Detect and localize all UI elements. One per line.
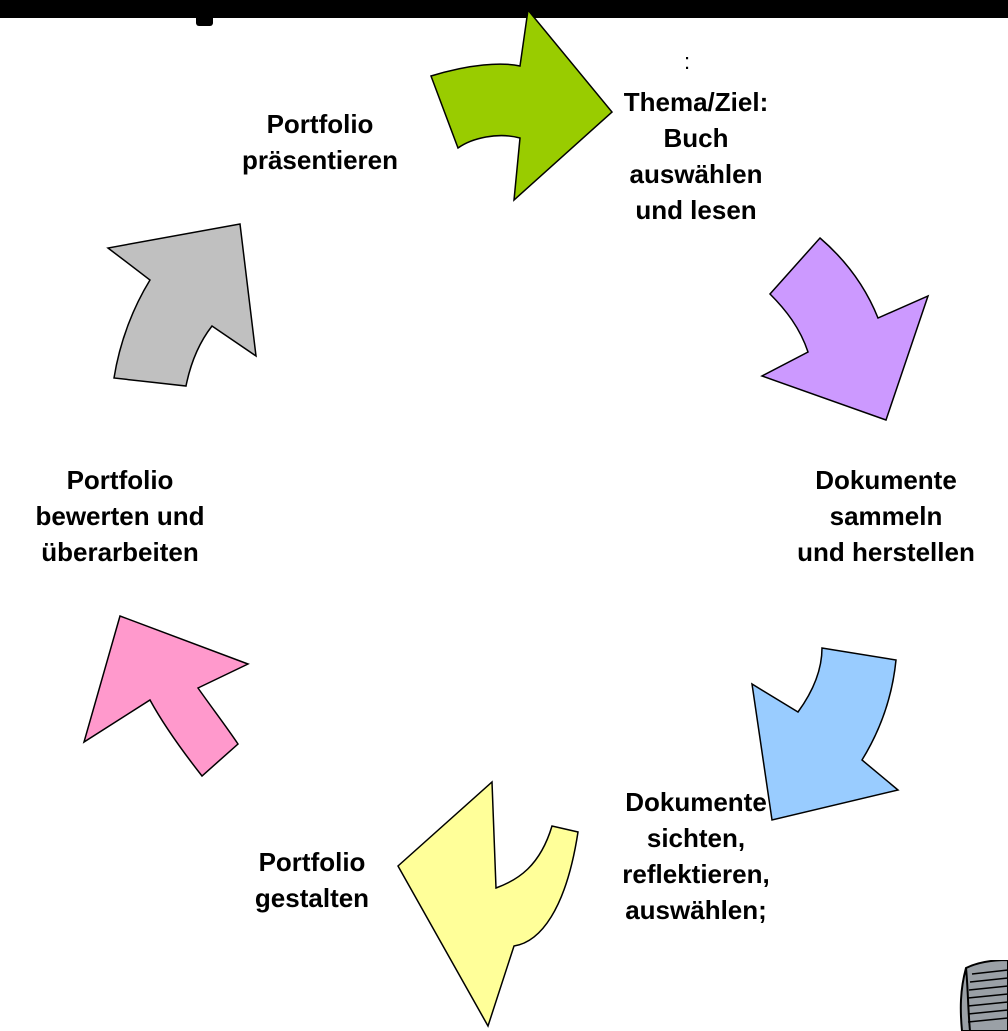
book-clipart-icon: [959, 960, 1008, 1031]
step-label-bewerten: Portfolio bewerten und überarbeiten: [35, 465, 205, 567]
step-thema-prefix: :: [684, 49, 691, 74]
step-label-gestalten: Portfolio gestalten: [254, 847, 370, 913]
arrow-purple: [760, 236, 930, 421]
title-fragment: [196, 10, 213, 26]
top-title-bar: [0, 0, 1008, 18]
arrow-gray: [106, 223, 257, 387]
arrow-blue: [751, 647, 900, 821]
arrow-green: [430, 8, 614, 202]
arrow-pink: [82, 615, 250, 778]
step-label-sammeln: Dokumente sammeln und herstellen: [797, 465, 975, 567]
step-label-praesentieren: Portfolio präsentieren: [241, 109, 399, 175]
step-label-sichten: Dokumente sichten, reflektieren, auswähl…: [622, 787, 770, 925]
arrow-yellow: [397, 780, 579, 1028]
step-label-thema: Thema/Ziel: Buch auswählen und lesen: [623, 87, 769, 225]
